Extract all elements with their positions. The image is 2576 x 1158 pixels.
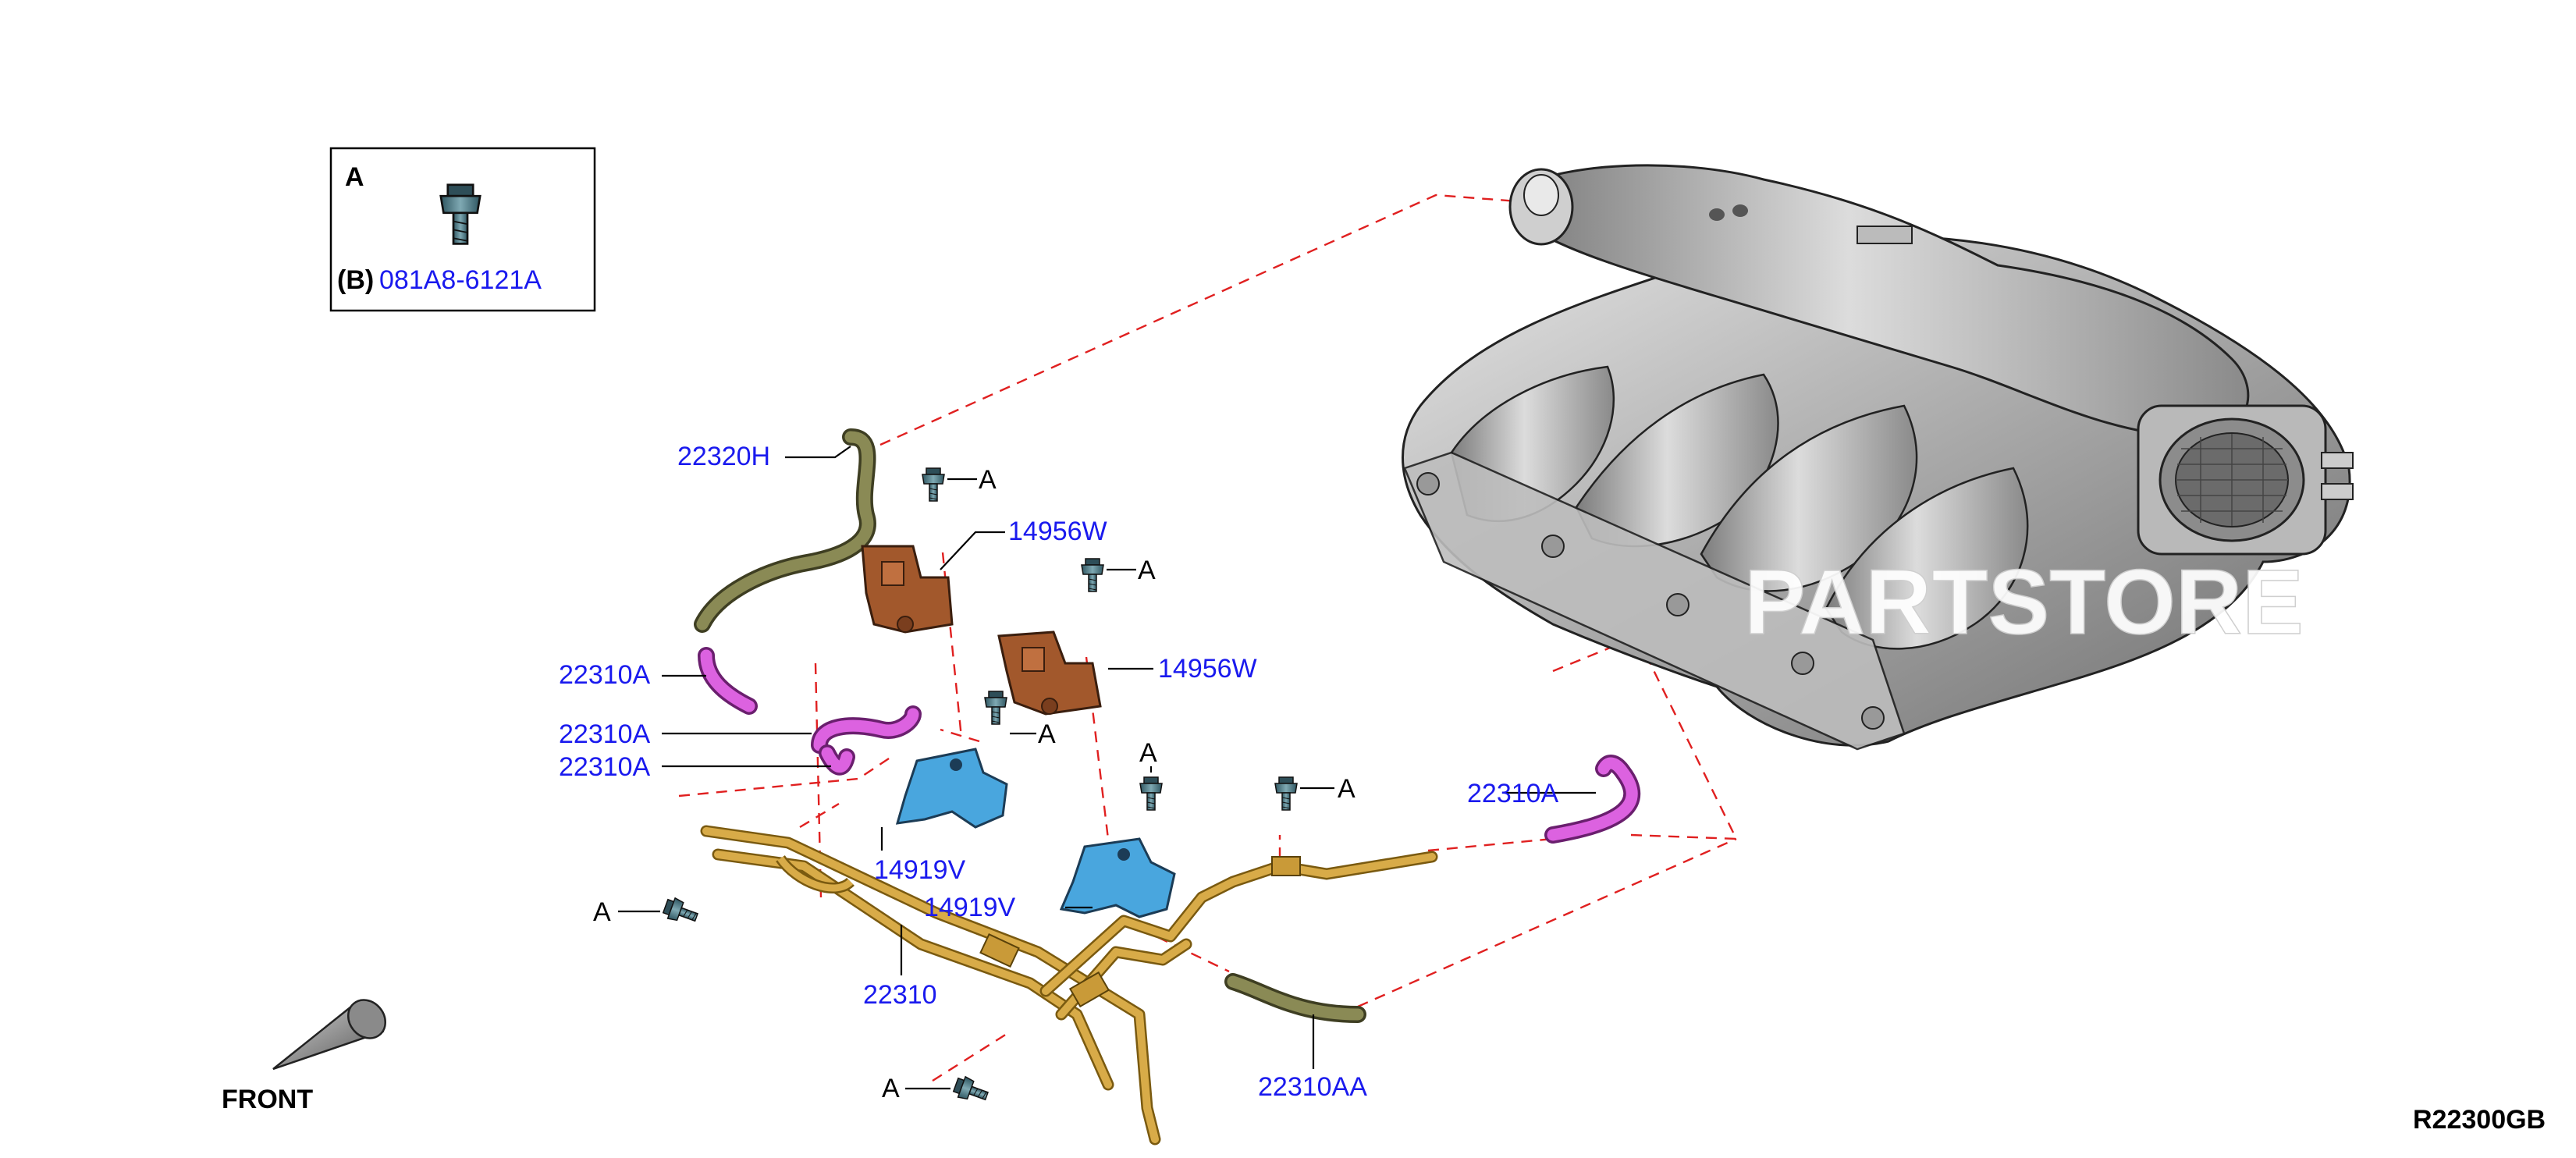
label-14956W-upper[interactable]: 14956W	[1008, 517, 1107, 546]
label-22310A-3[interactable]: 22310A	[559, 752, 651, 782]
inset-bolt-icon	[439, 183, 481, 245]
tube-assembly-22310	[700, 825, 1438, 1146]
bolt-icon	[1139, 776, 1163, 811]
inset-part-prefix: (B)	[337, 265, 374, 295]
callout-a: A	[593, 897, 611, 927]
bolt-icon	[1274, 776, 1298, 811]
hose-22320H	[694, 428, 876, 633]
label-22310A-2[interactable]: 22310A	[559, 719, 651, 749]
label-22310AA[interactable]: 22310AA	[1258, 1072, 1367, 1102]
label-14956W-lower[interactable]: 14956W	[1158, 654, 1257, 684]
label-22310A-1[interactable]: 22310A	[559, 660, 651, 690]
label-22310[interactable]: 22310	[863, 980, 937, 1010]
label-14919V-upper[interactable]: 14919V	[874, 855, 966, 885]
callout-a: A	[1338, 774, 1356, 804]
diagram-code: R22300GB	[2413, 1105, 2546, 1135]
fastener-inset: A (B) 081A8-6121A	[329, 147, 596, 312]
label-22310A-4[interactable]: 22310A	[1467, 779, 1559, 808]
callout-a: A	[979, 465, 997, 495]
label-22320H[interactable]: 22320H	[677, 442, 770, 471]
label-14919V-lower[interactable]: 14919V	[924, 893, 1016, 922]
callout-a: A	[882, 1074, 900, 1103]
intake-manifold	[1402, 164, 2354, 751]
inset-frame	[329, 147, 596, 312]
hoses-22310A	[698, 647, 1641, 844]
watermark: PARTSTORE	[1744, 551, 2304, 654]
valve-14956W-upper	[861, 545, 954, 634]
callout-a: A	[1038, 719, 1056, 749]
hose-22310AA	[1224, 973, 1366, 1023]
valve-14956W-lower	[997, 631, 1102, 716]
bolt-icon	[1081, 558, 1104, 592]
leader-lines	[618, 446, 1596, 1090]
inset-letter: A	[345, 162, 364, 192]
front-label: FRONT	[222, 1085, 313, 1114]
front-arrow-icon	[272, 999, 386, 1071]
callout-a: A	[1138, 556, 1156, 585]
bolt-icon	[984, 691, 1007, 725]
bolt-icon	[951, 1074, 991, 1107]
inset-part-number[interactable]: 081A8-6121A	[379, 265, 542, 295]
bolt-icon	[922, 467, 945, 502]
bolt-icon	[661, 895, 701, 929]
callout-a: A	[1139, 738, 1157, 768]
bracket-14919V-upper	[895, 748, 1008, 829]
bracket-14919V-lower	[1059, 837, 1176, 918]
